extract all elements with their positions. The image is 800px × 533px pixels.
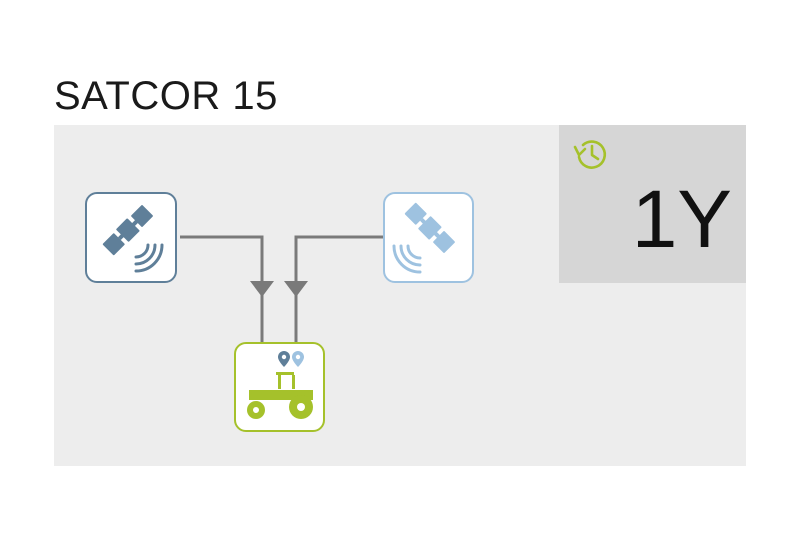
subscription-badge: 1Y <box>559 125 746 283</box>
connector-primary <box>180 235 264 345</box>
satellite-secondary-tile <box>383 192 474 283</box>
location-pin-icon <box>278 351 304 367</box>
satellite-icon <box>102 205 153 256</box>
badge-value: 1Y <box>631 174 732 265</box>
satellite-primary-tile <box>85 192 177 283</box>
tractor-icon <box>247 372 313 419</box>
title: SATCOR 15 <box>54 74 278 118</box>
connector-lines <box>180 235 384 345</box>
arrow-secondary <box>284 281 308 297</box>
tractor-tile <box>234 342 325 432</box>
satellite-icon <box>404 202 455 253</box>
arrow-primary <box>250 281 274 297</box>
connector-secondary <box>294 235 384 345</box>
history-icon <box>573 140 607 169</box>
